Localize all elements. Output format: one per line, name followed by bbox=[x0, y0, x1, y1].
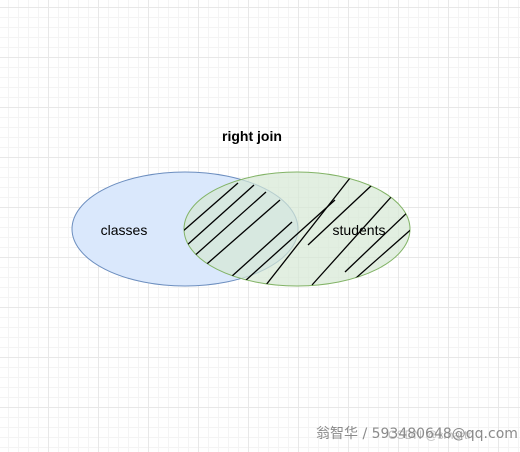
students-label: students bbox=[333, 222, 386, 238]
students-set-ellipse[interactable] bbox=[183, 171, 411, 287]
csdn-watermark: CSDN @smartri bbox=[388, 428, 475, 442]
diagram-title: right join bbox=[222, 128, 282, 144]
classes-label: classes bbox=[101, 222, 148, 238]
hatch-pattern bbox=[184, 177, 410, 286]
author-watermark: 翁智华 / 593480648@qq.com bbox=[316, 426, 518, 442]
